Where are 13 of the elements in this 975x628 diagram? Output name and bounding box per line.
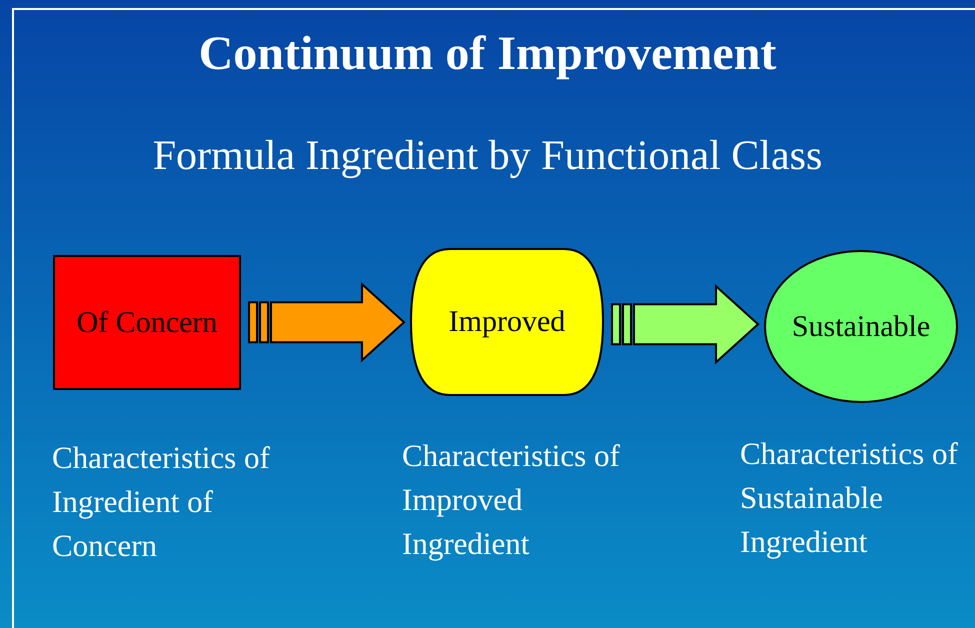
node-caption: Characteristics of Sustainable Ingredient [740,435,959,561]
node-label: Sustainable [792,308,930,345]
block-arrow [611,284,760,364]
node-caption: Characteristics of Improved Ingredient [402,437,621,563]
node-caption: Characteristics of Ingredient of Concern [52,439,271,565]
node-label: Improved [448,304,566,340]
node-label: Of Concern [76,304,218,341]
process-box [53,255,241,390]
rounded-box [410,248,604,396]
title: Continuum of Improvement [198,28,778,81]
block-arrow [248,282,406,362]
subtitle: Formula Ingredient by Functional Class [152,133,824,180]
ellipse-node [764,250,958,403]
